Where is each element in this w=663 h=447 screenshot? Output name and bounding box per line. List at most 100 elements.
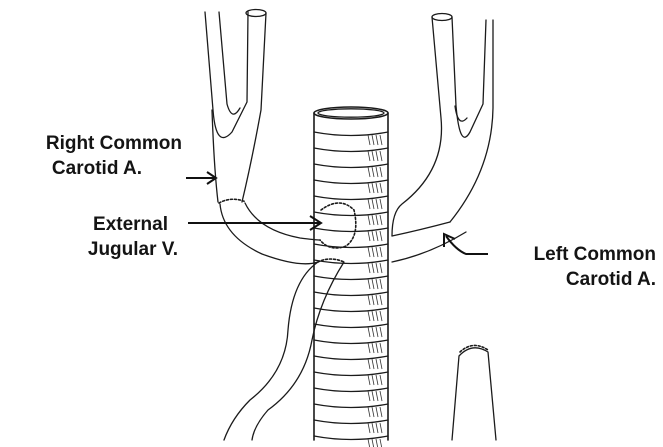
- trachea-ring-shading: [372, 231, 374, 241]
- trachea-ring-shading: [380, 423, 382, 433]
- external-jugular-line1: External: [52, 212, 178, 237]
- trachea-ring-shading: [368, 391, 370, 401]
- jugular-left-wall: [224, 262, 318, 440]
- trachea-ring-shading: [380, 311, 382, 321]
- trachea-ring-shading: [372, 407, 374, 417]
- trachea-ring-shading: [368, 135, 370, 145]
- trachea-ring-shading: [376, 359, 378, 369]
- trachea-ring-shading: [368, 231, 370, 241]
- trachea-ring: [314, 164, 388, 168]
- trachea-ring-shading: [372, 215, 374, 225]
- graft-right-upper-wall: [392, 222, 450, 236]
- trachea-ring: [314, 404, 388, 408]
- trachea-ring-shading: [380, 167, 382, 177]
- left-common-carotid-line1: Left Common: [490, 242, 656, 267]
- trachea-ring-shading: [376, 135, 378, 145]
- trachea-ring-shading: [380, 359, 382, 369]
- trachea-ring-shading: [372, 167, 374, 177]
- trachea-ring-shading: [372, 343, 374, 353]
- external-jugular-vein: [224, 259, 344, 440]
- trachea-ring-shading: [368, 311, 370, 321]
- trachea-ring-shading: [368, 247, 370, 257]
- carotid-crossover-graft: [220, 203, 466, 264]
- trachea-ring-shading: [380, 199, 382, 209]
- trachea-ring-shading: [368, 343, 370, 353]
- trachea-ring-shading: [372, 135, 374, 145]
- trachea-ring-shading: [372, 279, 374, 289]
- trachea-ring-shading: [372, 295, 374, 305]
- trachea-ring-shading: [372, 199, 374, 209]
- trachea-ring: [314, 372, 388, 376]
- right-common-carotid-label: Right Common Carotid A.: [4, 131, 182, 181]
- trachea-ring-shading: [368, 263, 370, 273]
- trachea-ring: [314, 132, 388, 136]
- trachea-ring-shading: [376, 231, 378, 241]
- trachea-ring-shading: [376, 279, 378, 289]
- trachea-ring-shading: [368, 295, 370, 305]
- trachea-ring-shading: [380, 247, 382, 257]
- right-carotid-outer-wall: [242, 13, 266, 202]
- trachea-ring-shading: [376, 199, 378, 209]
- trachea-ring: [314, 388, 388, 392]
- trachea-ring-shading: [372, 263, 374, 273]
- trachea-ring-shading: [368, 359, 370, 369]
- trachea-ring-shading: [380, 215, 382, 225]
- trachea-ring-shading: [372, 327, 374, 337]
- trachea-ring: [314, 340, 388, 344]
- trachea-ring-shading: [368, 279, 370, 289]
- trachea-ring-shading: [376, 295, 378, 305]
- trachea-ring-shading: [372, 247, 374, 257]
- trachea-ring-shading: [372, 391, 374, 401]
- trachea-ring: [314, 228, 388, 232]
- right-common-carotid-line1: Right Common: [4, 131, 182, 156]
- right-carotid-artery: [205, 10, 266, 204]
- stump-walls: [452, 348, 496, 440]
- trachea-ring-shading: [372, 423, 374, 433]
- trachea-ring-shading: [380, 375, 382, 385]
- trachea-ring-shading: [376, 375, 378, 385]
- trachea-ring-shading: [380, 279, 382, 289]
- trachea-ring-shading: [372, 311, 374, 321]
- trachea-ring: [314, 196, 388, 200]
- trachea-ring-shading: [380, 135, 382, 145]
- right-common-carotid-line2: Carotid A.: [4, 156, 182, 181]
- trachea-ring-shading: [376, 439, 378, 447]
- vessel-stump: [452, 345, 496, 440]
- trachea: [314, 107, 388, 447]
- trachea-ring-shading: [380, 439, 382, 447]
- trachea-ring-shading: [376, 327, 378, 337]
- left-common-carotid-line2: Carotid A.: [490, 267, 656, 292]
- trachea-ring-shading: [376, 407, 378, 417]
- trachea-ring: [314, 276, 388, 280]
- trachea-ring-shading: [376, 167, 378, 177]
- external-jugular-label: External Jugular V.: [52, 212, 178, 262]
- trachea-ring-shading: [380, 295, 382, 305]
- right-carotid-branch-inner: [219, 12, 240, 114]
- left-carotid-artery: [392, 14, 493, 237]
- trachea-ring: [314, 324, 388, 328]
- trachea-ring-shading: [380, 263, 382, 273]
- trachea-ring-shading: [372, 359, 374, 369]
- trachea-ring-shading: [376, 215, 378, 225]
- trachea-ring: [314, 260, 388, 264]
- graft-lower-wall: [220, 204, 318, 264]
- trachea-ring-shading: [376, 263, 378, 273]
- trachea-ring: [314, 292, 388, 296]
- left-carotid-branch: [452, 17, 486, 137]
- trachea-ring: [314, 148, 388, 152]
- trachea-ring-shading: [380, 407, 382, 417]
- trachea-ring-shading: [368, 327, 370, 337]
- trachea-vein-patch: [320, 203, 356, 248]
- graft-upper-wall: [245, 203, 320, 240]
- trachea-ring-shading: [376, 183, 378, 193]
- trachea-ring: [314, 420, 388, 424]
- trachea-ring-shading: [380, 327, 382, 337]
- trachea-ring-shading: [368, 151, 370, 161]
- trachea-ring-shading: [376, 391, 378, 401]
- trachea-ring-shading: [380, 231, 382, 241]
- right-carotid-cut-end: [246, 10, 266, 17]
- trachea-ring-shading: [372, 439, 374, 447]
- trachea-ring: [314, 436, 388, 440]
- trachea-ring-shading: [372, 151, 374, 161]
- jugular-right-wall: [252, 262, 344, 440]
